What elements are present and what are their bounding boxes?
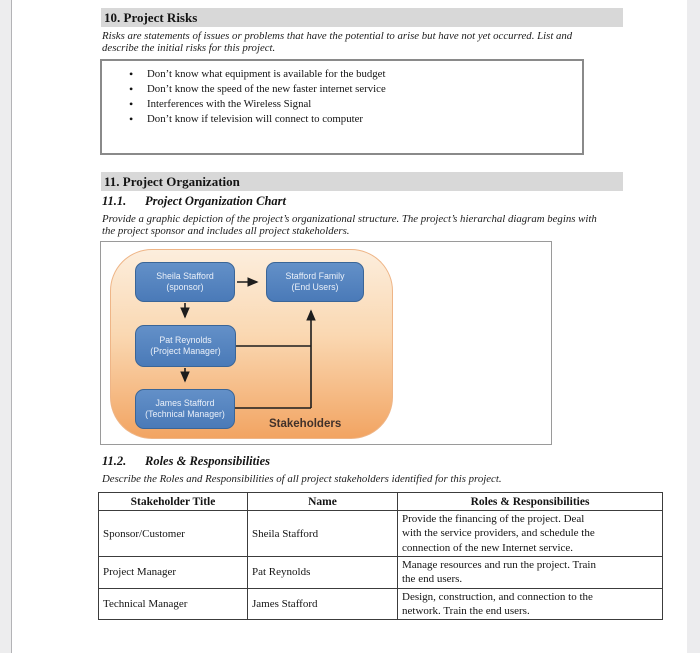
org-node-sponsor: Sheila Stafford (sponsor) (135, 262, 235, 302)
section-11-2-title: Roles & Responsibilities (145, 454, 271, 468)
org-node-technical-manager: James Stafford (Technical Manager) (135, 389, 235, 429)
column-header-stakeholder-title: Stakeholder Title (98, 492, 248, 511)
section-11-2-description: Describe the Roles and Responsibilities … (102, 473, 502, 485)
section-11-1-title: Project Organization Chart (145, 194, 286, 208)
risks-list-box: Don’t know what equipment is available f… (100, 59, 584, 155)
section-11-1-heading: 11.1. Project Organization Chart (102, 194, 286, 209)
org-node-name: Pat Reynolds (159, 335, 212, 345)
org-node-name: Sheila Stafford (156, 271, 214, 281)
section-10-description: Risks are statements of issues or proble… (102, 30, 573, 55)
roles-responsibilities-table: Stakeholder Title Name Roles & Responsib… (98, 492, 663, 621)
cell-name: Sheila Stafford (247, 510, 398, 557)
section-11-2-heading: 11.2. Roles & Responsibilities (102, 454, 270, 469)
org-node-role: (Project Manager) (150, 346, 221, 356)
org-node-role: (Technical Manager) (145, 409, 225, 419)
cell-stakeholder-title: Project Manager (98, 556, 248, 589)
org-node-name: James Stafford (155, 398, 215, 408)
document-page: 10. Project Risks Risks are statements o… (11, 0, 688, 653)
section-10-heading: 10. Project Risks (101, 8, 623, 27)
org-chart-frame: Sheila Stafford (sponsor) Stafford Famil… (100, 241, 552, 445)
cell-roles: Manage resources and run the project. Tr… (397, 556, 663, 589)
cell-name: James Stafford (247, 587, 398, 621)
table-row: Sponsor/Customer Sheila Stafford Provide… (98, 510, 663, 557)
stakeholders-label: Stakeholders (269, 418, 342, 430)
section-11-heading: 11. Project Organization (101, 172, 623, 191)
column-header-roles: Roles & Responsibilities (397, 492, 663, 511)
table-row: Project Manager Pat Reynolds Manage reso… (98, 556, 663, 589)
page-right-margin (687, 0, 700, 653)
section-11-2-number: 11.2. (102, 454, 127, 468)
table-header-row: Stakeholder Title Name Roles & Responsib… (98, 492, 663, 511)
column-header-name: Name (247, 492, 398, 511)
risk-item: Don’t know what equipment is available f… (129, 67, 582, 82)
org-chart-connectors (180, 277, 316, 409)
org-node-name: Stafford Family (285, 271, 345, 281)
cell-roles: Provide the financing of the project. De… (397, 510, 663, 557)
cell-name: Pat Reynolds (247, 556, 398, 589)
cell-stakeholder-title: Technical Manager (98, 587, 248, 621)
section-11-1-description: Provide a graphic depiction of the proje… (102, 213, 597, 238)
org-node-role: (End Users) (291, 282, 339, 292)
org-node-project-manager: Pat Reynolds (Project Manager) (135, 325, 236, 367)
cell-stakeholder-title: Sponsor/Customer (98, 510, 248, 557)
risk-item: Don’t know if television will connect to… (129, 112, 582, 127)
cell-roles: Design, construction, and connection to … (397, 587, 663, 621)
risk-item: Interferences with the Wireless Signal (129, 97, 582, 112)
risk-item: Don’t know the speed of the new faster i… (129, 82, 582, 97)
risks-list: Don’t know what equipment is available f… (102, 67, 582, 127)
org-node-role: (sponsor) (166, 282, 204, 292)
section-11-1-number: 11.1. (102, 194, 127, 208)
table-row: Technical Manager James Stafford Design,… (98, 587, 663, 621)
org-node-end-users: Stafford Family (End Users) (266, 262, 364, 302)
